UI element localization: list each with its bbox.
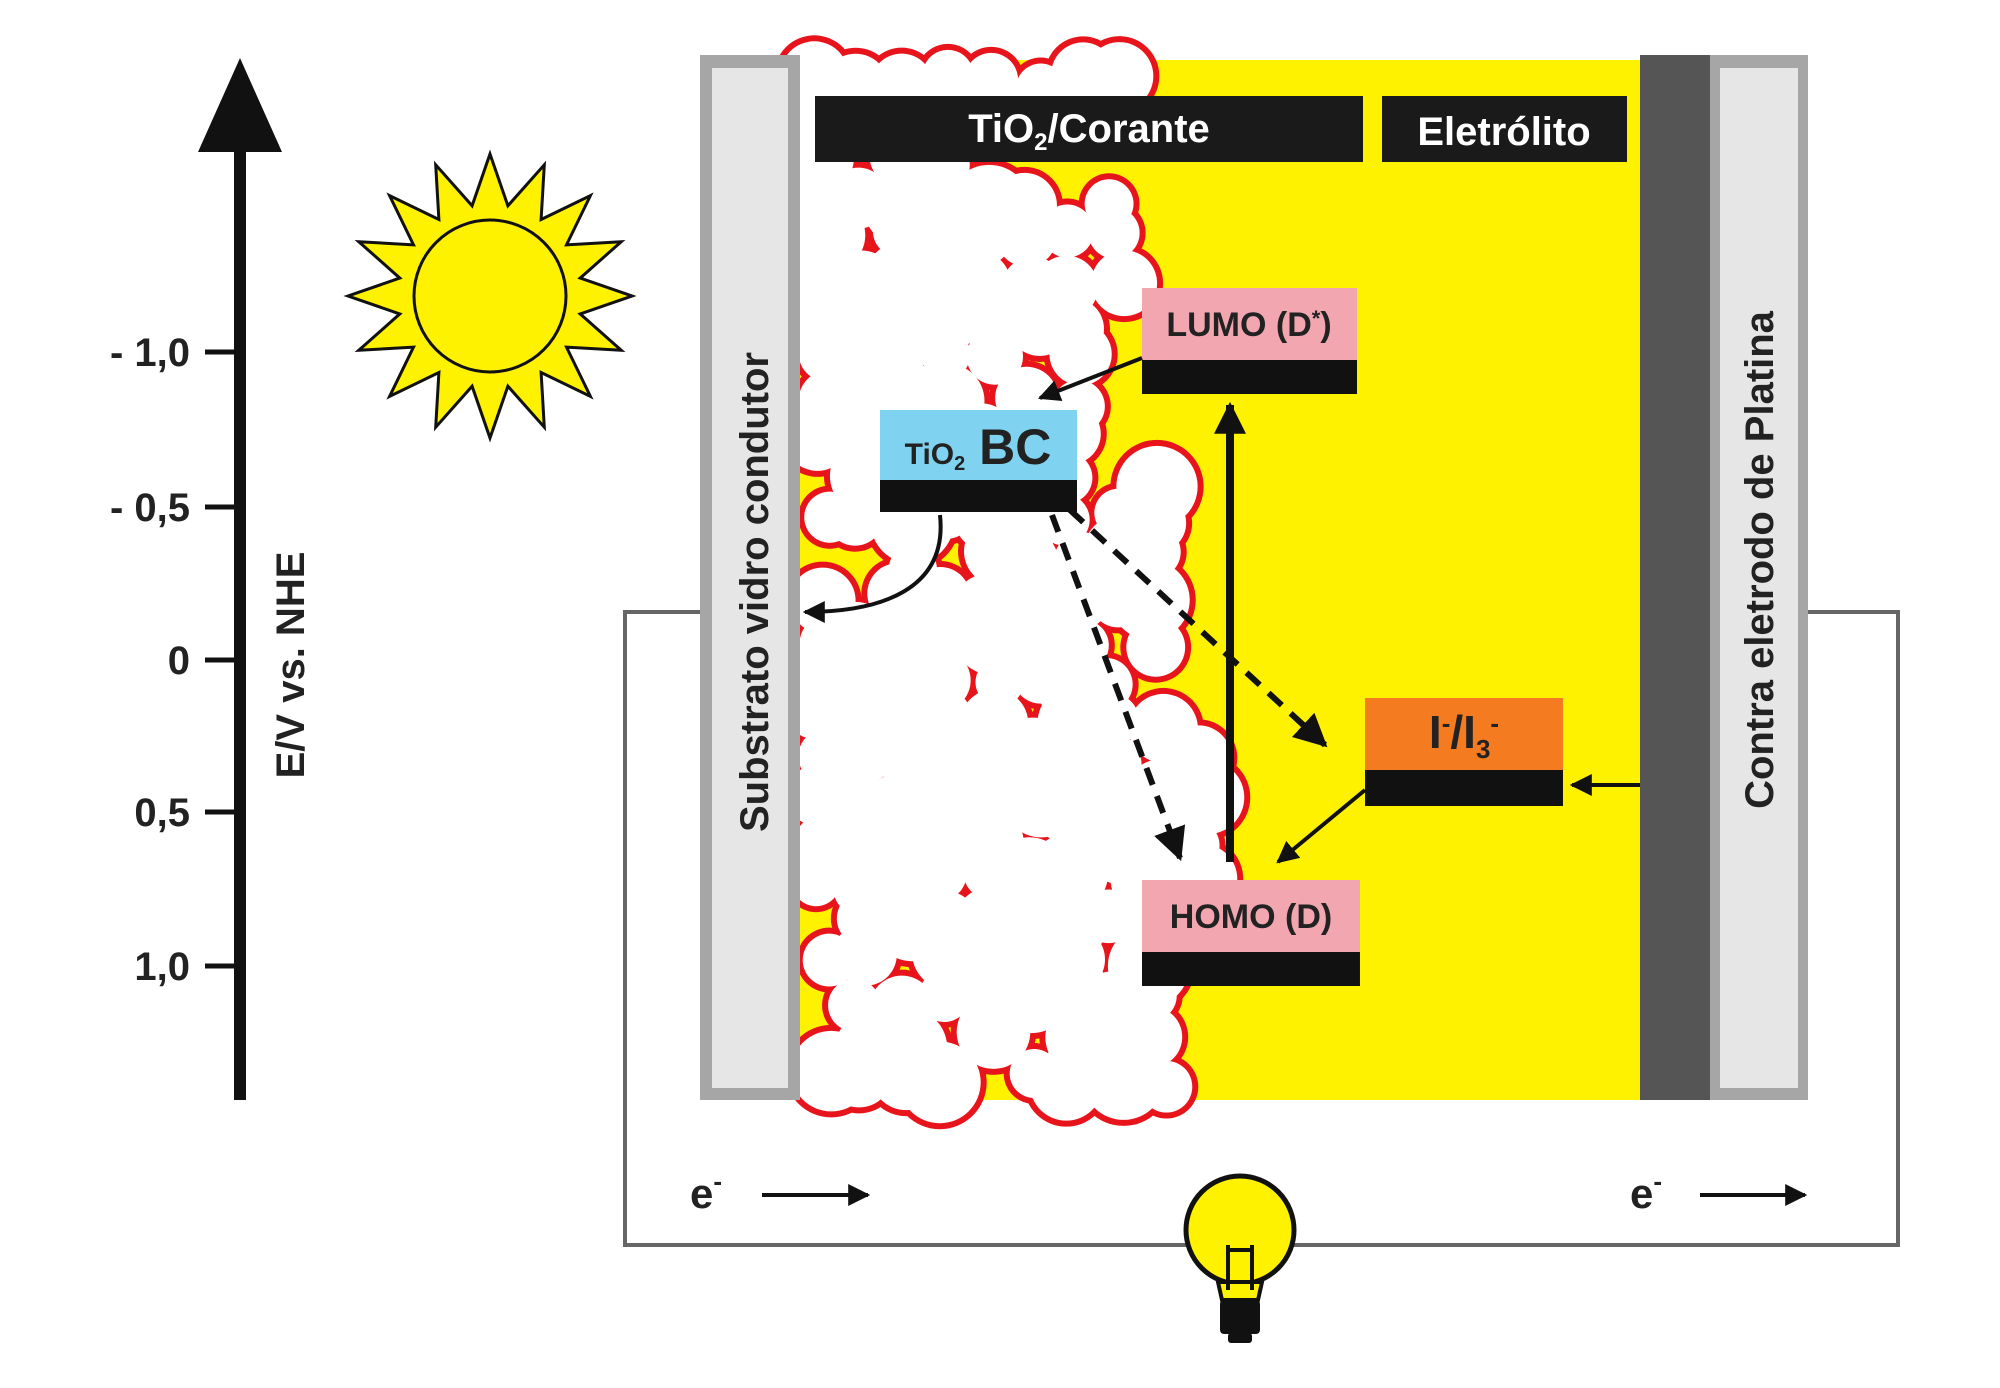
- counter-electrode-label: Contra eletrodo de Platina: [1738, 310, 1782, 809]
- tio2-dye-header: TiO2/Corante: [815, 96, 1363, 162]
- axis-tick-label: - 1,0: [110, 331, 190, 375]
- svg-text:TiO2/Corante: TiO2/Corante: [968, 107, 1210, 156]
- nanoparticle: [918, 970, 971, 1022]
- regeneration-arrow: [1276, 788, 1367, 864]
- iodide-triiodide-redox-level: I-/I3-: [1365, 698, 1563, 806]
- axis-arrowhead: [198, 58, 282, 152]
- nanoparticle: [898, 1041, 981, 1124]
- nanoparticle: [1126, 617, 1186, 677]
- nanoparticle: [833, 922, 897, 986]
- svg-text:TiO2 BC: TiO2 BC: [905, 419, 1052, 475]
- light-bulb-icon: [1183, 1173, 1297, 1343]
- axis-title: E/V vs. NHE: [269, 552, 313, 779]
- nanoparticle: [1049, 323, 1112, 386]
- electron-flow-right: e-: [1630, 1166, 1808, 1217]
- lumo-level: LUMO (D*): [1142, 288, 1357, 394]
- electrolyte-header: Eletrólito: [1382, 96, 1627, 162]
- nanoparticle: [996, 205, 1058, 267]
- nanoparticle: [1091, 250, 1158, 317]
- nanoparticle: [914, 848, 967, 901]
- nanoparticle: [1040, 204, 1094, 258]
- nanoparticle: [1140, 1060, 1193, 1113]
- nanoparticle: [826, 488, 884, 546]
- nanoparticle: [956, 995, 1031, 1069]
- svg-text:LUMO (D*): LUMO (D*): [1166, 306, 1331, 344]
- nanoparticle: [1088, 207, 1140, 259]
- nanoparticle: [792, 858, 841, 907]
- nanoparticle: [1085, 42, 1154, 110]
- axis-tick-label: 1,0: [134, 945, 190, 989]
- transport-arrow: [802, 514, 943, 623]
- svg-text:I-/I3-: I-/I3-: [1429, 706, 1499, 764]
- axis-tick-label: 0,5: [134, 791, 190, 835]
- tio2-conduction-band-level: TiO2 BC: [880, 410, 1077, 512]
- nanoparticle: [966, 328, 1023, 385]
- injection-arrow: [1037, 356, 1143, 402]
- nanoparticle: [786, 764, 848, 826]
- conductive-glass-substrate: Substrato vidro condutor: [700, 55, 800, 1100]
- homo-level: HOMO (D): [1142, 880, 1360, 986]
- process-arrows: [802, 356, 1640, 864]
- svg-text:HOMO (D): HOMO (D): [1170, 898, 1332, 936]
- nanoparticle: [826, 317, 894, 385]
- energy-axis: - 1,0 - 0,5 0 0,5 1,0 E/V vs. NHE: [110, 58, 313, 1100]
- nanoparticle: [1081, 889, 1136, 944]
- platinum-counter-electrode: Contra eletrodo de Platina: [1640, 55, 1808, 1100]
- svg-text:e-: e-: [690, 1166, 722, 1217]
- svg-text:e-: e-: [1630, 1166, 1662, 1217]
- axis-tick-label: - 0,5: [110, 486, 190, 530]
- substrate-label: Substrato vidro condutor: [733, 352, 777, 832]
- recombination-dye-arrow: [1049, 513, 1186, 862]
- sun-icon: [343, 149, 637, 443]
- axis-tick-label: 0: [168, 639, 190, 683]
- svg-text:Eletrólito: Eletrólito: [1417, 110, 1590, 154]
- electron-flow-left: e-: [690, 1166, 871, 1217]
- nanoparticle: [1110, 560, 1190, 640]
